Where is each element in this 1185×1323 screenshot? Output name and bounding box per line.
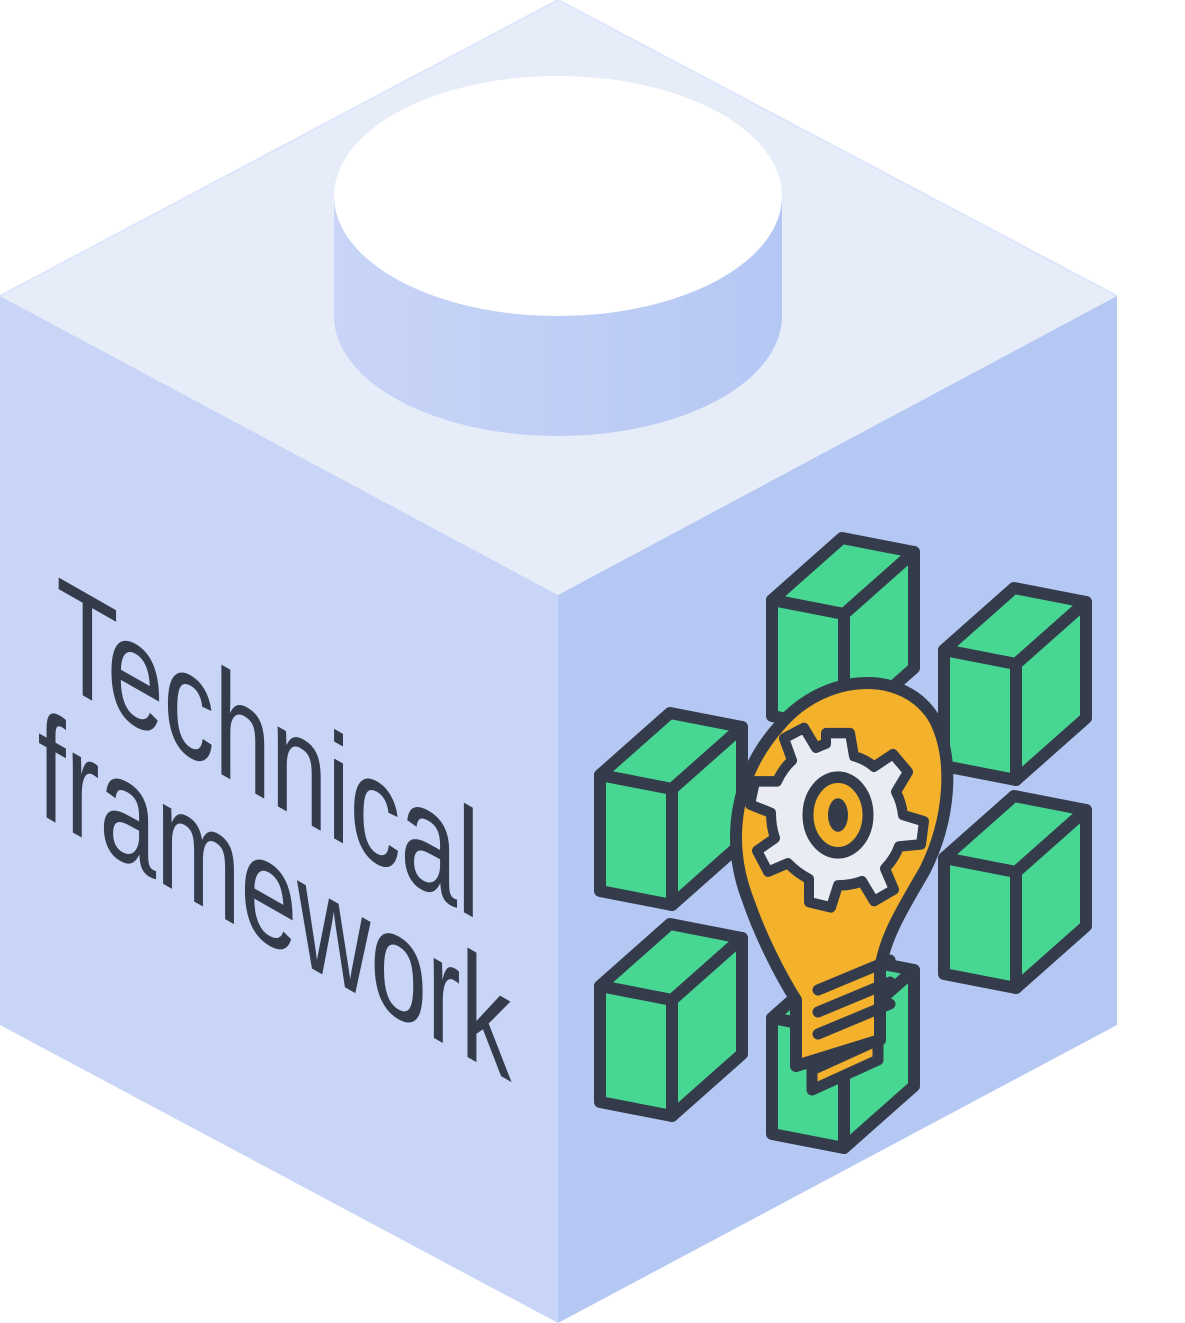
lightbulb-gear-cubes-icon bbox=[600, 538, 1086, 1148]
block-left-face bbox=[0, 296, 558, 1323]
gear-icon bbox=[745, 722, 929, 913]
block-stud bbox=[334, 76, 782, 436]
